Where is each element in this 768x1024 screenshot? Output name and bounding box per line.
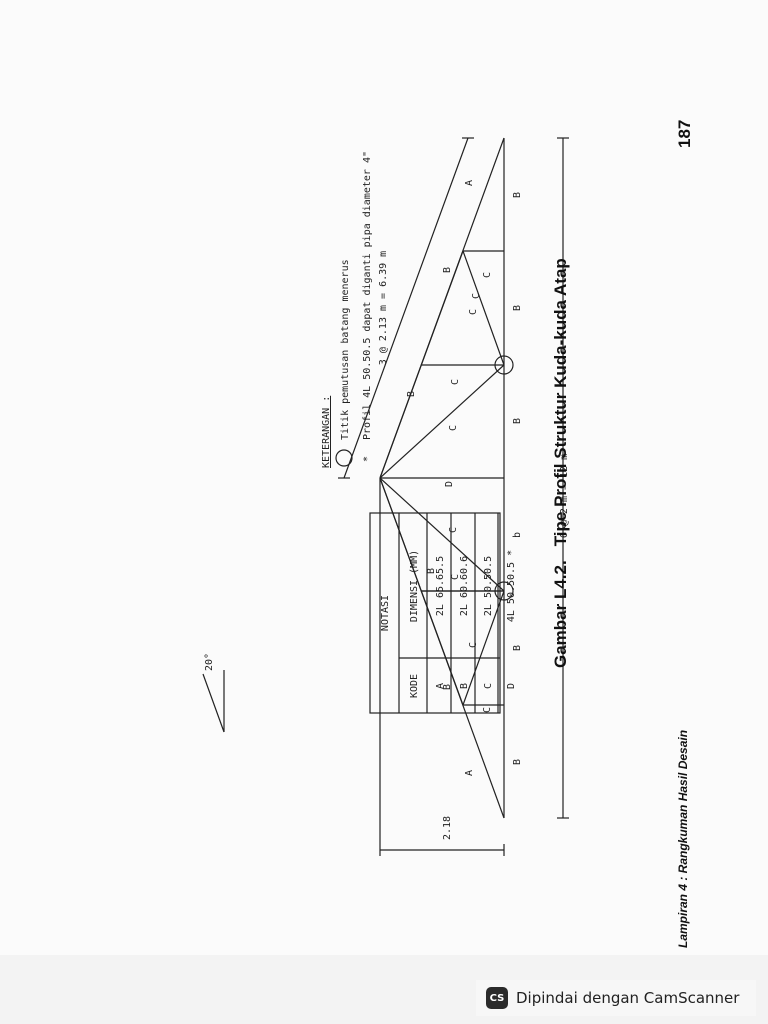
diagonal-7 <box>379 250 464 479</box>
angle-slope-line <box>202 673 225 733</box>
label-web-7: C <box>450 379 461 385</box>
label-top-right-B1: B <box>406 391 417 397</box>
camscanner-text: Dipindai dengan CamScanner <box>516 989 740 1007</box>
diagonal-3 <box>379 477 505 592</box>
diagonal-4 <box>379 364 505 479</box>
camscanner-logo-icon: CS <box>486 987 508 1009</box>
notation-table-frame <box>369 512 501 714</box>
height-label: 2.18 <box>442 816 453 840</box>
table-title: NOTASI <box>380 595 391 631</box>
table-row-4-code: D <box>506 683 517 689</box>
label-bottom-5: B <box>512 305 523 311</box>
table-row-3-code: C <box>483 683 494 689</box>
label-top-left-A: A <box>464 770 475 776</box>
legend-bullet: * <box>362 456 373 462</box>
caption-number: Gambar L4.2. <box>551 560 570 668</box>
label-bottom-3: b <box>512 532 523 538</box>
page-number: 187 <box>675 119 694 148</box>
diagonal-5 <box>462 250 505 366</box>
table-row-3-dim: 2L 50.50.5 <box>483 556 494 616</box>
diagonal-1 <box>462 590 505 706</box>
label-web-center: D <box>444 481 455 487</box>
table-row-4-dim: 4L 50.50.5 * <box>506 550 517 622</box>
label-web-3: C <box>450 574 461 580</box>
appendix-footer: Lampiran 4 : Rangkuman Hasil Desain <box>676 729 690 948</box>
label-bottom-2: B <box>512 645 523 651</box>
rafter-dimension-line <box>343 137 469 479</box>
camscanner-watermark: CS Dipindai dengan CamScanner <box>476 980 756 1016</box>
label-web-4: C <box>448 527 459 533</box>
label-bottom-1: B <box>512 759 523 765</box>
truss-drawing: A B B B B A B B b B B B C C C C D C C C <box>202 137 570 856</box>
table-row-2-dim: 2L 60.60.6 <box>459 556 470 616</box>
rotated-page-content: A B B B B A B B b B B B C C C C D C C C <box>54 68 714 948</box>
span-label: 6 @ 2 m = 12 m <box>559 454 570 538</box>
figure-caption: Gambar L4.2. Tipe Profil Struktur Kuda-ku… <box>551 208 571 668</box>
label-web-1: C <box>482 707 493 713</box>
table-row-1-code: A <box>435 683 446 689</box>
splice-circle-right <box>494 355 514 375</box>
caption-title: Tipe Profil Struktur Kuda-kuda Atap <box>551 258 570 547</box>
angle-label: 20° <box>204 653 215 671</box>
legend-circle-symbol <box>335 449 353 467</box>
label-top-left-B2: B <box>426 568 437 574</box>
table-row-2-code: B <box>459 683 470 689</box>
legend-title: KETERANGAN : <box>321 396 332 468</box>
table-row-1-dim: 2L 65.65.5 <box>435 556 446 616</box>
diagonal-6 <box>379 477 464 706</box>
label-top-right-B2: B <box>442 267 453 273</box>
table-header-dimensi: DIMENSI (MM) <box>409 550 420 622</box>
legend-item-2: Profil 4L 50.50.5 dapat diganti pipa dia… <box>362 151 373 440</box>
label-web-8: C <box>468 309 479 315</box>
label-bottom-6: B <box>512 192 523 198</box>
label-web-6: C <box>448 425 459 431</box>
label-web-9: C <box>482 272 493 278</box>
rafter-label: 3 @ 2.13 m = 6.39 m <box>378 251 389 365</box>
label-web-2: C <box>468 642 479 648</box>
label-top-right-A: A <box>464 180 475 186</box>
legend-item-1: Titik pemutusan batang menerus <box>340 259 351 440</box>
label-top-left-B1: B <box>442 684 453 690</box>
splice-circle-left <box>494 581 514 601</box>
label-bottom-4: B <box>512 418 523 424</box>
table-header-kode: KODE <box>409 674 420 698</box>
label-web-10: C <box>471 293 482 299</box>
